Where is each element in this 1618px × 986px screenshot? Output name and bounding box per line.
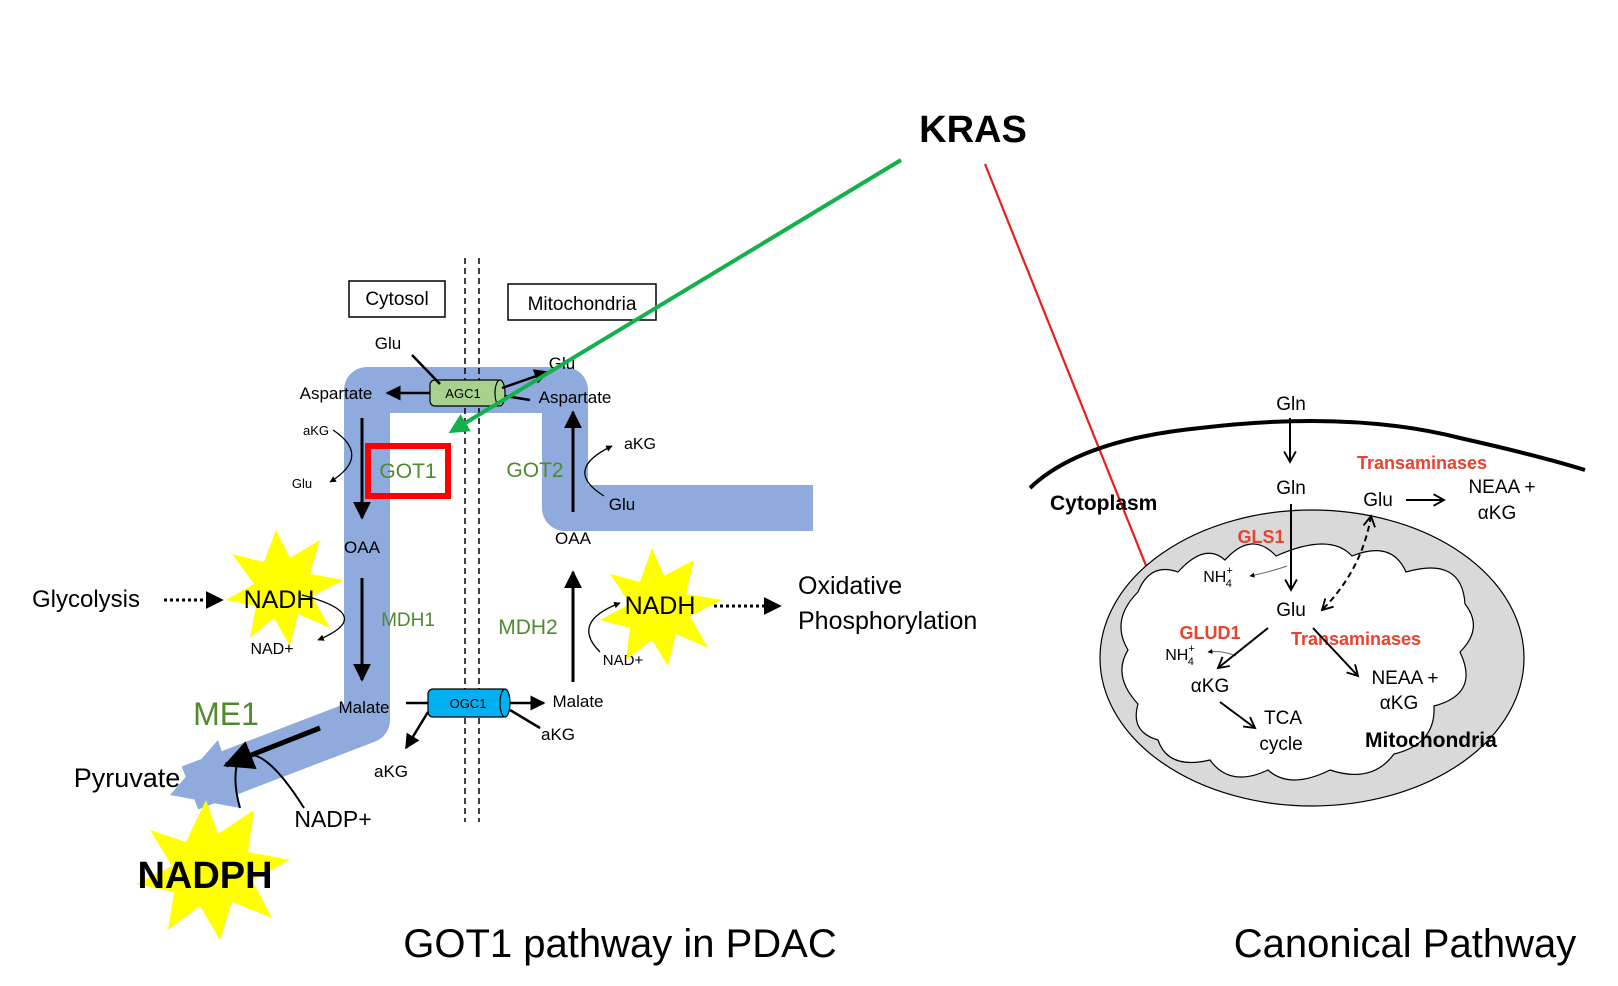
left-caption: GOT1 pathway in PDAC — [403, 922, 837, 966]
nadp-curve — [234, 753, 305, 809]
ogc1-cap — [499, 688, 511, 718]
malate-mito: Malate — [552, 692, 603, 711]
glu-mito-right: Glu — [1276, 600, 1306, 621]
nh4-glud1: NH+4 — [1165, 643, 1195, 668]
got1-label: GOT1 — [379, 460, 436, 483]
nadh-burst-mito — [600, 548, 722, 666]
transaminases-mito: Transaminases — [1291, 629, 1421, 649]
tca-2: cycle — [1259, 734, 1302, 755]
nh4-release-curve-1 — [1249, 565, 1288, 578]
nad-mito-label: NAD+ — [603, 652, 644, 669]
glu-akg-curve-mito — [584, 445, 613, 497]
akg-ogc1-cyt: aKG — [374, 762, 408, 781]
kras-label: KRAS — [919, 109, 1027, 151]
mitochondria-label: Mitochondria — [528, 294, 637, 315]
akg-mito-got2: aKG — [624, 436, 656, 453]
tca-1: TCA — [1264, 708, 1302, 729]
nadh-mito-label: NADH — [625, 592, 696, 620]
glu-to-akg-arrow — [1216, 627, 1269, 670]
transaminases-cyt: Transaminases — [1357, 453, 1487, 473]
cytosol-label: Cytosol — [365, 289, 428, 310]
nad-cyt-label: NAD+ — [250, 641, 293, 658]
oxphos-label-1: Oxidative — [798, 572, 902, 600]
neaa-mito-1: NEAA + — [1371, 668, 1438, 689]
nadph-label: NADPH — [137, 855, 272, 897]
malate-to-pyruvate-arrow — [223, 725, 321, 770]
oaa-mito: OAA — [555, 529, 592, 548]
nadh-cyt-label: NADH — [244, 586, 315, 614]
ogc1-label: OGC1 — [450, 696, 487, 711]
glu-cyt-right: Glu — [1363, 490, 1393, 511]
glu-into-agc1 — [411, 354, 441, 385]
glu-cyt-got1: Glu — [292, 476, 312, 491]
mdh2-label: MDH2 — [498, 616, 558, 639]
glud1-label: GLUD1 — [1179, 623, 1240, 643]
glycolysis-label: Glycolysis — [32, 586, 140, 613]
kras-activation-arrow — [448, 158, 903, 434]
gln-outside: Gln — [1276, 394, 1306, 415]
nadp-label: NADP+ — [294, 806, 371, 832]
akg-glu-curve-cyt — [329, 429, 353, 483]
nadph-burst — [136, 800, 290, 940]
pyruvate-label: Pyruvate — [74, 763, 181, 793]
akg-ogc1-mito-link — [509, 708, 541, 730]
nad-nadh-curve-mito — [588, 602, 621, 653]
nadh-nad-curve-cyt — [301, 594, 346, 641]
flow-arrowhead — [170, 740, 240, 808]
neaa-mito-2: αKG — [1380, 693, 1418, 714]
akg-to-tca-arrow — [1219, 701, 1257, 730]
nadh-burst-cyt — [226, 530, 344, 646]
akg-cyt-got1: aKG — [303, 423, 329, 438]
gln-inside: Gln — [1276, 478, 1306, 499]
canonical-pathway-panel: Cytoplasm Mitochondria Gln Gln GLS1 NH+4… — [1028, 394, 1586, 966]
right-caption: Canonical Pathway — [1234, 922, 1576, 966]
malate-cyt: Malate — [338, 698, 389, 717]
oxphos-label-2: Phosphorylation — [798, 607, 977, 635]
oaa-cyt: OAA — [344, 538, 381, 557]
got1-pathway-panel: Cytosol Mitochondria AGC1 Glu Glu Aspart… — [32, 258, 977, 966]
mitochondria-box — [507, 283, 657, 321]
me1-label: ME1 — [193, 696, 259, 732]
nh4-gls1: NH+4 — [1203, 565, 1233, 590]
aspartate-mito: Aspartate — [539, 388, 612, 407]
got2-label: GOT2 — [506, 459, 563, 482]
glu-mito-got2: Glu — [609, 495, 635, 514]
akg-ogc1-cyt-arrow — [404, 711, 430, 750]
glu-mito-arrow — [501, 369, 550, 390]
cytosol-box — [348, 280, 446, 318]
agc1-label: AGC1 — [445, 386, 480, 401]
akg-ogc1-mito: aKG — [541, 725, 575, 744]
neaa-cyt-1: NEAA + — [1468, 477, 1535, 498]
cell-membrane — [1028, 418, 1586, 490]
aspartate-cyt: Aspartate — [300, 384, 373, 403]
cytoplasm-label: Cytoplasm — [1050, 492, 1157, 515]
akg-right: αKG — [1191, 676, 1229, 697]
got1-highlight-box — [365, 443, 451, 499]
gls1-label: GLS1 — [1237, 527, 1284, 547]
mitochondrion-inner — [1120, 543, 1474, 781]
mitochondria-label-right: Mitochondria — [1365, 729, 1497, 752]
glu-cyt-top: Glu — [375, 334, 401, 353]
glu-to-neaa-mito-arrow — [1312, 627, 1360, 678]
glu-exchange-dashed — [1320, 514, 1376, 612]
mdh1-label: MDH1 — [381, 610, 435, 631]
neaa-cyt-2: αKG — [1478, 503, 1516, 524]
kras-inhibition-line — [983, 163, 1167, 614]
